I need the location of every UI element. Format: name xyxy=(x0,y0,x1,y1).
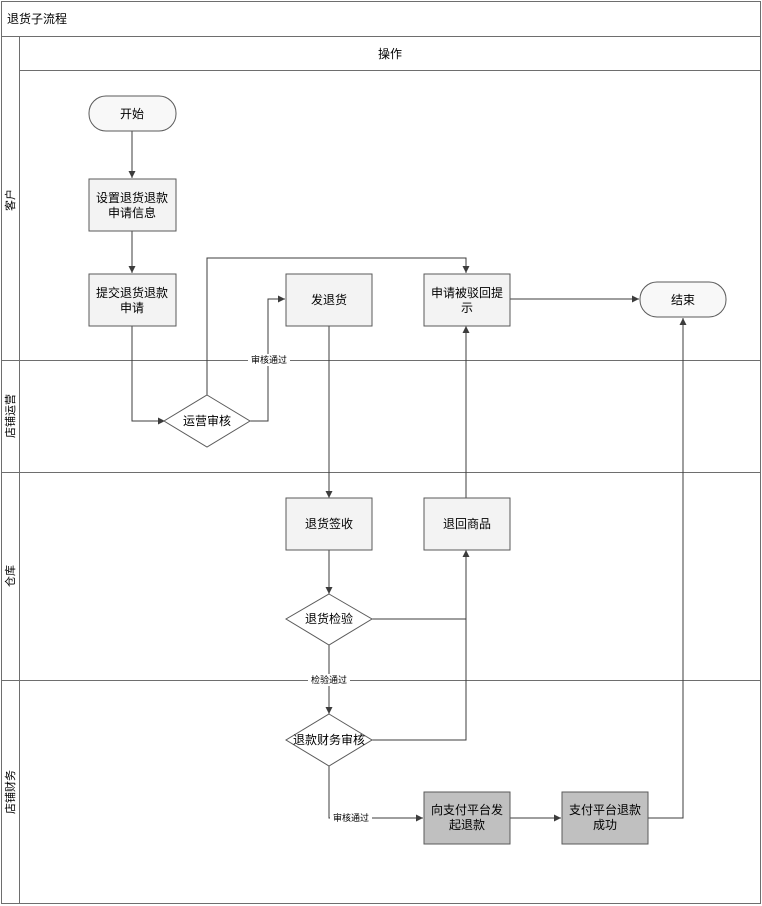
column-header: 操作 xyxy=(378,46,402,61)
receive-returned-goods-label: 退货签收 xyxy=(305,516,353,531)
finance-review-label: 退款财务审核 xyxy=(293,732,365,747)
application-rejected-node xyxy=(423,273,511,327)
edge-label-inspect-pass: 检验通过 xyxy=(311,674,347,686)
ops-review-label: 运营审核 xyxy=(183,413,231,428)
inspection-label: 退货检验 xyxy=(305,611,353,626)
set-refund-info-node xyxy=(88,178,177,232)
end-terminal xyxy=(639,281,727,318)
submit-application-label-line1: 提交退货退款 xyxy=(96,285,168,300)
initiate-refund-node xyxy=(423,791,511,845)
lane-label-store-ops: 店铺运营 xyxy=(3,394,17,438)
edge-submit-to-ops-review xyxy=(131,326,165,425)
edge-finance-review-to-return-goods xyxy=(372,619,467,741)
inspection-decision xyxy=(285,593,373,646)
return-goods-label: 退回商品 xyxy=(443,516,491,531)
submit-application-node xyxy=(88,273,177,327)
submit-application-label-line2: 申请 xyxy=(120,301,144,315)
initiate-refund-label-line1: 向支付平台发 xyxy=(431,802,503,817)
refund-success-node xyxy=(561,791,649,845)
edge-label-finance-pass: 审核通过 xyxy=(333,812,369,824)
send-back-goods-label: 发退货 xyxy=(311,292,347,307)
refund-success-label-line1: 支付平台退款 xyxy=(569,802,641,817)
edge-label-bg xyxy=(248,354,290,366)
receive-returned-goods-node xyxy=(285,497,373,551)
edge-finance-review-to-initiate-refund xyxy=(328,766,423,822)
lane-label-warehouse: 仓库 xyxy=(3,565,17,587)
initiate-refund-label-line2: 起退款 xyxy=(449,818,485,832)
edge-label-bg xyxy=(330,812,372,824)
edge-ops-review-to-rejected xyxy=(206,257,470,395)
refund-success-label-line2: 成功 xyxy=(593,818,617,832)
start-label: 开始 xyxy=(120,107,144,121)
application-rejected-label-line1: 申请被驳回提 xyxy=(431,285,503,300)
start-terminal xyxy=(88,95,177,132)
ops-review-decision xyxy=(163,394,251,448)
set-refund-info-label-line1: 设置退货退款 xyxy=(96,190,168,205)
end-label: 结束 xyxy=(671,293,695,307)
send-back-goods-node xyxy=(285,273,373,327)
application-rejected-label-line2: 示 xyxy=(461,301,473,315)
diagram-title: 退货子流程 xyxy=(7,11,67,26)
edge-inspect-to-return-goods xyxy=(372,550,470,620)
edge-label-ops-pass: 审核通过 xyxy=(251,354,287,366)
edge-refund-success-to-end xyxy=(648,318,687,819)
lane-label-store-finance: 店铺财务 xyxy=(3,770,17,814)
lane-label-customer: 客户 xyxy=(3,189,17,211)
set-refund-info-label-line2: 申请信息 xyxy=(108,205,156,220)
finance-review-decision xyxy=(285,713,373,767)
return-goods-node xyxy=(423,497,511,551)
edge-label-bg xyxy=(308,674,350,686)
